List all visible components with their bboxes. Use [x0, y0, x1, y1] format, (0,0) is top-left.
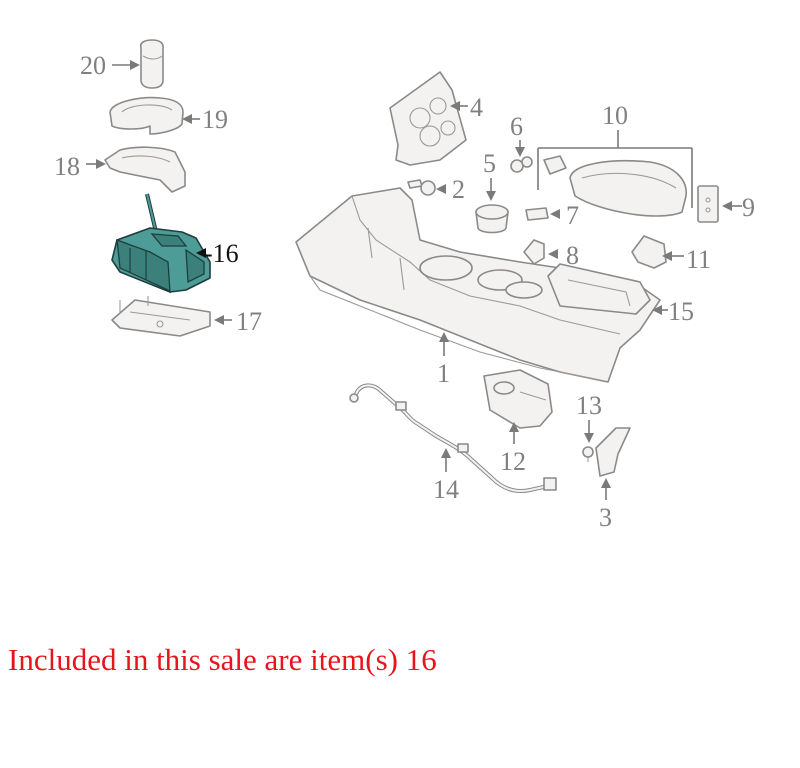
callout-2-label: 2 — [452, 175, 465, 204]
part-4-trim-panel — [389, 71, 467, 166]
part-6-clip — [510, 156, 533, 173]
part-14-wiring-harness — [349, 383, 557, 493]
callout-18-label: 18 — [54, 152, 80, 181]
part-3-bracket — [595, 427, 631, 477]
callout-16-label: -16 — [204, 239, 239, 268]
callout-8: 8 — [548, 241, 579, 270]
callout-9-label: 9 — [742, 193, 755, 222]
callout-7: 7 — [550, 201, 579, 230]
callout-10-label: 10 — [602, 101, 628, 130]
callout-6: 6 — [510, 112, 525, 157]
part-13-screw — [582, 446, 594, 462]
callout-4-label: 4 — [470, 93, 483, 122]
callout-15-label: 15 — [668, 297, 694, 326]
callout-4: 4 — [450, 93, 483, 122]
callout-2: 2 — [436, 175, 465, 204]
part-20-shift-knob — [139, 39, 164, 89]
callout-11-label: 11 — [686, 245, 711, 274]
callout-14: 14 — [433, 448, 459, 504]
callout-1: 1 — [437, 332, 450, 388]
parts-diagram: 20 19 18 -16 — [54, 39, 755, 532]
part-18-shift-boot-trim — [104, 146, 186, 193]
callout-15: 15 — [652, 297, 694, 326]
callout-13: 13 — [576, 391, 602, 443]
callout-17-label: 17 — [236, 307, 262, 336]
callout-8-label: 8 — [566, 241, 579, 270]
part-11-bracket — [631, 235, 667, 269]
part-12-outlet-housing — [483, 369, 553, 429]
callout-12: 12 — [500, 422, 526, 476]
callout-1-label: 1 — [437, 359, 450, 388]
callout-17: 17 — [214, 307, 262, 336]
callout-18: 18 — [54, 152, 106, 181]
part-8-clip — [523, 239, 545, 265]
part-7-bulb-socket — [525, 207, 549, 221]
callout-16: -16 — [196, 239, 239, 268]
part-5-cup-holder-insert — [475, 204, 509, 234]
callout-13-label: 13 — [576, 391, 602, 420]
part-10-armrest-lid — [537, 130, 693, 217]
callout-5: 5 — [483, 149, 496, 201]
callout-19-label: 19 — [202, 105, 228, 134]
part-9-switch — [697, 185, 719, 223]
callout-20-label: 20 — [80, 51, 106, 80]
callout-6-label: 6 — [510, 112, 523, 141]
callout-3: 3 — [599, 478, 612, 532]
callout-9: 9 — [722, 193, 755, 222]
callout-10: 10 — [602, 101, 628, 130]
part-1-center-console — [295, 187, 661, 383]
part-17-mounting-plate — [111, 296, 211, 337]
part-2-screw — [407, 179, 436, 196]
callout-12-label: 12 — [500, 447, 526, 476]
sale-caption: Included in this sale are item(s) 16 — [8, 642, 437, 677]
callout-14-label: 14 — [433, 475, 459, 504]
callout-7-label: 7 — [566, 201, 579, 230]
callout-3-label: 3 — [599, 503, 612, 532]
part-19-bezel-ring — [109, 96, 184, 135]
part-16-gear-shifter — [111, 193, 211, 294]
callout-20: 20 — [80, 51, 140, 80]
callout-11: 11 — [662, 245, 711, 274]
callout-19: 19 — [182, 105, 228, 134]
callout-5-label: 5 — [483, 149, 496, 178]
